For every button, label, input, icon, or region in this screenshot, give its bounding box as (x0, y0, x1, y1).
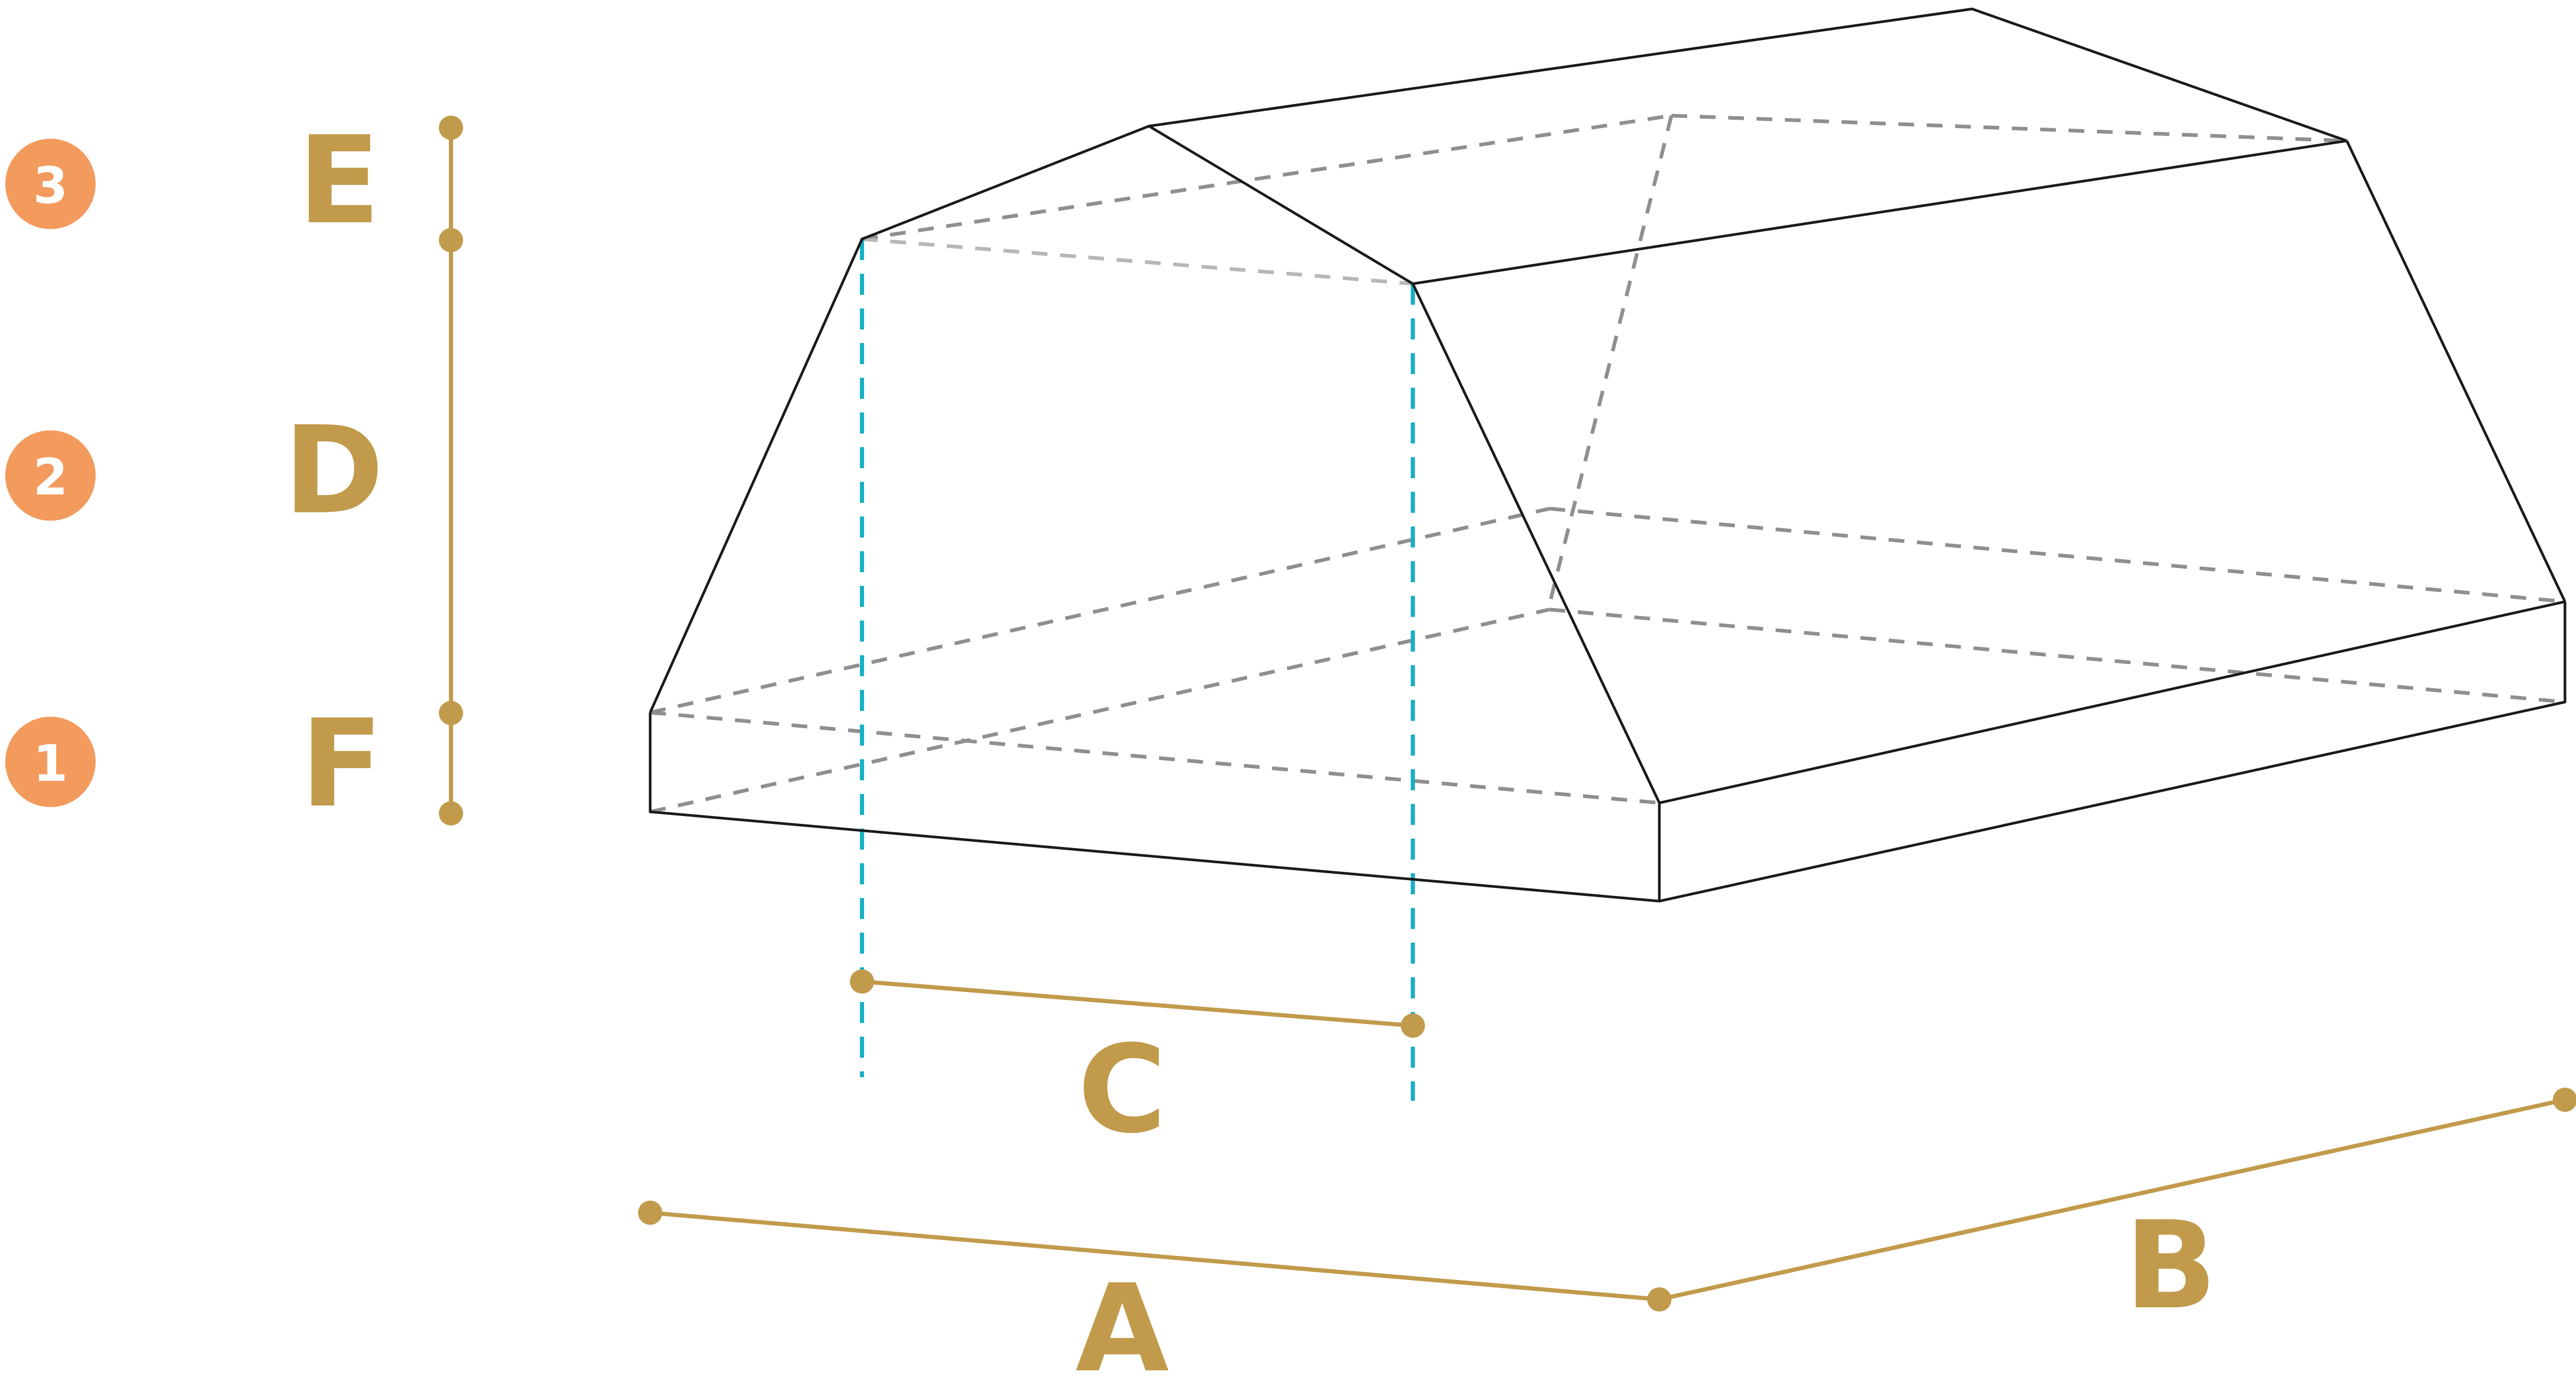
badge-number: 1 (33, 735, 68, 793)
dimension-line-b (1659, 1098, 2565, 1302)
label-e: E (297, 111, 380, 251)
roof-front-face (1148, 125, 1661, 804)
dimension-endpoints (439, 116, 2576, 1312)
dimension-dot (638, 1201, 662, 1225)
hidden-edge-ridge-front (861, 237, 1413, 286)
dimension-lines (449, 128, 2565, 1302)
hidden-edge-back-vertical (1547, 115, 1674, 605)
badge-circle (5, 139, 96, 229)
hidden-edge-ridge-back (861, 113, 1672, 241)
hidden-edge-top-left-diagonal (650, 507, 1550, 715)
hidden-edge-bottom-back-right (1549, 607, 2565, 704)
dimension-dot (1401, 1014, 1425, 1038)
label-f: F (300, 694, 383, 834)
step-badge-2: 2 (5, 430, 96, 521)
dimension-dot (439, 228, 463, 252)
badge-number: 3 (33, 157, 68, 215)
label-c: C (1078, 1020, 1167, 1160)
roof-right-slope (2345, 140, 2567, 603)
step-badge-3: 3 (5, 139, 96, 229)
projection-lines (860, 239, 1415, 1101)
hidden-edges (650, 113, 2565, 814)
dimension-line-a (650, 1211, 1660, 1302)
dimension-dot (439, 701, 463, 725)
hidden-edge-bottom-left-diagonal (650, 607, 1550, 814)
dimension-line-c (861, 979, 1413, 1028)
label-d: D (284, 401, 384, 541)
hidden-edge-top-back-right (1549, 507, 2565, 604)
label-a: A (1075, 1259, 1169, 1391)
badge-circle (5, 717, 96, 807)
base-top-front-right (1659, 600, 2565, 804)
dimension-dot (439, 801, 463, 825)
hidden-edge-left-top (650, 710, 1660, 805)
roof-front-left (649, 7, 2347, 714)
dimension-dot (2553, 1088, 2576, 1112)
dimension-dot (1647, 1287, 1671, 1312)
visible-edges (649, 7, 2567, 903)
badge-circle (5, 430, 96, 521)
hidden-edge-rear-ridge (1671, 113, 2347, 143)
roof-top-right-edge (1412, 139, 2347, 285)
dimension-dot (850, 969, 874, 994)
step-badge-1: 1 (5, 717, 96, 807)
label-b: B (2125, 1196, 2216, 1336)
dimension-dot (439, 116, 463, 140)
badge-number: 2 (33, 449, 68, 507)
